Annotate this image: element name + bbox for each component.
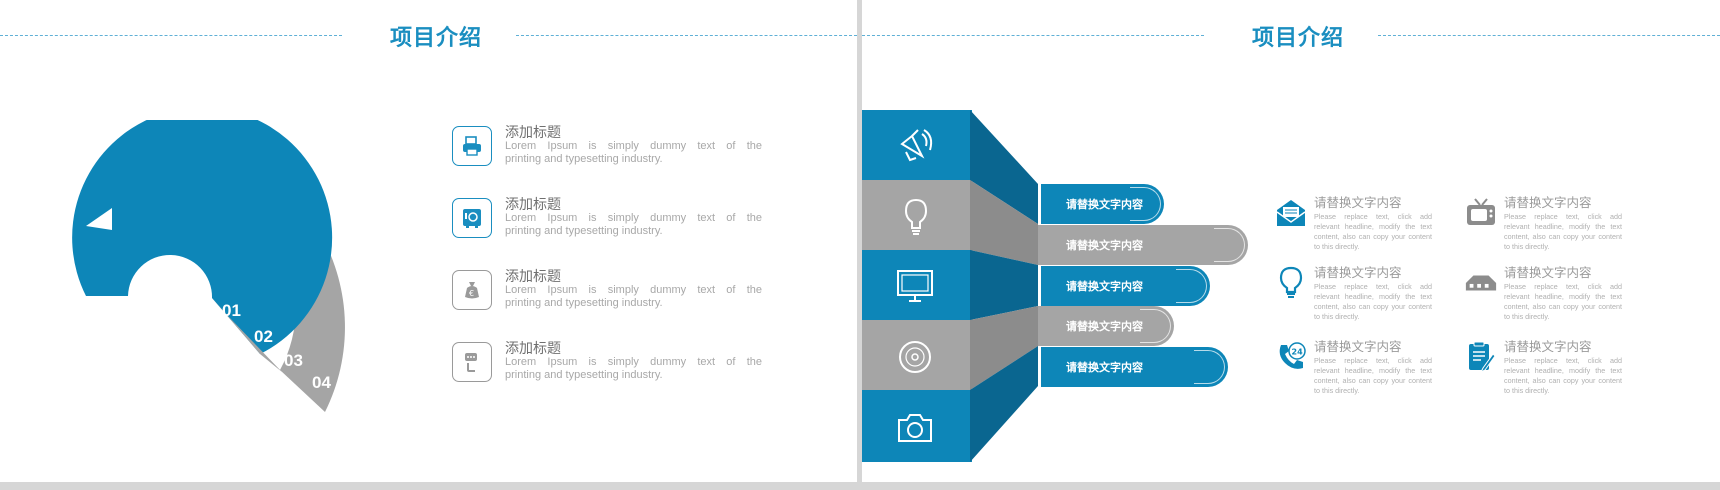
fold-3 xyxy=(970,250,1038,320)
title-divider-left xyxy=(0,35,342,36)
ring-label-04: 04 xyxy=(312,373,331,392)
speaker-icon xyxy=(896,124,936,168)
title-divider-left xyxy=(862,35,1204,36)
svg-text:€: € xyxy=(469,289,474,298)
text-tab-1: 请替换文字内容 xyxy=(1038,184,1164,224)
list-item: 添加标题 Lorem Ipsum is simply dummy text of… xyxy=(452,341,762,402)
money-bag-icon: € xyxy=(452,270,492,310)
feature-title: 请替换文字内容 xyxy=(1504,195,1592,210)
text-tab-3: 请替换文字内容 xyxy=(1038,266,1210,306)
feature-description: Please replace text, click add relevant … xyxy=(1314,282,1432,321)
tv-icon xyxy=(1464,196,1498,230)
fold-5 xyxy=(970,346,1038,462)
feature-title: 请替换文字内容 xyxy=(1504,265,1592,280)
slide-divider xyxy=(857,0,862,490)
item-title: 添加标题 xyxy=(505,125,561,141)
feature-item: 24 请替换文字内容 Please replace text, click ad… xyxy=(1274,336,1464,406)
lightbulb-icon xyxy=(898,196,934,240)
bar-2 xyxy=(862,180,972,250)
feature-title: 请替换文字内容 xyxy=(1314,339,1402,354)
bar-3 xyxy=(862,250,972,320)
feature-description: Please replace text, click add relevant … xyxy=(1314,356,1432,395)
title-divider-right xyxy=(516,35,857,36)
feature-item: 请替换文字内容 Please replace text, click add r… xyxy=(1464,262,1654,332)
feature-description: Please replace text, click add relevant … xyxy=(1504,282,1622,321)
page-title: 项目介绍 xyxy=(390,26,483,51)
list-item: 添加标题 Lorem Ipsum is simply dummy text of… xyxy=(452,125,762,186)
bottom-bar xyxy=(0,482,1720,490)
slide-left: 项目介绍 01 02 03 04 添加标题 Lorem Ipsum is sim… xyxy=(0,0,857,482)
ring-label-01: 01 xyxy=(222,301,241,320)
feature-title: 请替换文字内容 xyxy=(1314,195,1402,210)
title-divider-right xyxy=(1378,35,1720,36)
feature-title: 请替换文字内容 xyxy=(1314,265,1402,280)
chat-phone-icon xyxy=(452,342,492,382)
bar-5 xyxy=(862,390,972,462)
lightbulb-icon xyxy=(1274,266,1308,300)
text-tab-5: 请替换文字内容 xyxy=(1038,347,1228,387)
fold-bars-graphic xyxy=(862,110,1038,462)
feature-description: Please replace text, click add relevant … xyxy=(1504,356,1622,395)
slide-right: 项目介绍 请替换文字内容 请替换文字内容 请替换文字内容 请替换文字内容 请替换… xyxy=(862,0,1720,482)
safe-icon xyxy=(452,198,492,238)
feature-item: 请替换文字内容 Please replace text, click add r… xyxy=(1274,192,1464,262)
feature-title: 请替换文字内容 xyxy=(1504,339,1592,354)
feature-item: 请替换文字内容 Please replace text, click add r… xyxy=(1274,262,1464,332)
fold-4 xyxy=(970,306,1038,390)
house-icon xyxy=(1464,266,1498,300)
svg-text:24: 24 xyxy=(1292,348,1304,357)
feature-description: Please replace text, click add relevant … xyxy=(1504,212,1622,251)
text-tab-2: 请替换文字内容 xyxy=(1038,225,1248,265)
monitor-icon xyxy=(895,268,935,308)
item-title: 添加标题 xyxy=(505,269,561,285)
document-pen-icon xyxy=(1464,340,1498,374)
ring-segment-04 xyxy=(172,138,345,412)
disc-icon xyxy=(896,338,934,380)
fold-1 xyxy=(970,110,1038,224)
feature-description: Please replace text, click add relevant … xyxy=(1314,212,1432,251)
ring-left-notch xyxy=(86,208,112,230)
camera-icon xyxy=(895,410,935,450)
ring-label-02: 02 xyxy=(254,327,273,346)
ring-segment-01 xyxy=(72,120,333,354)
printer-icon xyxy=(452,126,492,166)
fold-2 xyxy=(970,180,1038,265)
envelope-icon xyxy=(1274,196,1308,230)
feature-item: 请替换文字内容 Please replace text, click add r… xyxy=(1464,192,1654,262)
feature-item: 请替换文字内容 Please replace text, click add r… xyxy=(1464,336,1654,406)
item-title: 添加标题 xyxy=(505,197,561,213)
phone-24-icon: 24 xyxy=(1274,340,1308,374)
ring-label-03: 03 xyxy=(284,351,303,370)
text-tab-4: 请替换文字内容 xyxy=(1038,306,1174,346)
list-item: 添加标题 Lorem Ipsum is simply dummy text of… xyxy=(452,197,762,258)
segmented-ring-graphic: 01 02 03 04 xyxy=(72,120,345,412)
page-title: 项目介绍 xyxy=(1252,26,1345,51)
list-item: € 添加标题 Lorem Ipsum is simply dummy text … xyxy=(452,269,762,330)
item-title: 添加标题 xyxy=(505,341,561,357)
